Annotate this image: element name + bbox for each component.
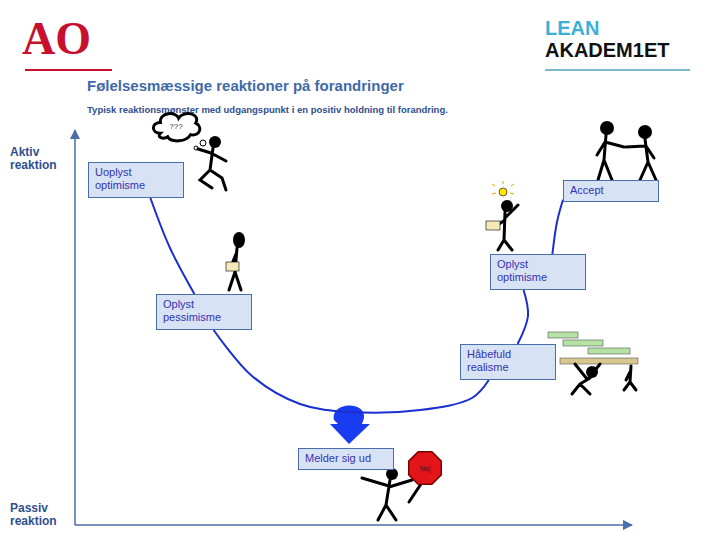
x-axis: [75, 524, 632, 526]
shape-label: Nej: [420, 465, 431, 472]
figure-head: [638, 125, 652, 139]
stick-figure: [198, 148, 226, 190]
bar: [588, 348, 630, 354]
logo-text: LEAN: [545, 17, 695, 39]
light-bulb: [499, 188, 507, 196]
bar: [548, 332, 578, 338]
box-label: Accept: [570, 184, 652, 197]
curve-connector: [150, 198, 194, 294]
logo-rule: [545, 69, 690, 71]
stick-figure: [597, 135, 624, 180]
stick-figure: [572, 364, 636, 394]
phase-box: Oplyst optimisme: [490, 254, 586, 290]
logo-text: AO: [22, 14, 122, 65]
y-axis: [74, 130, 76, 525]
bar: [563, 340, 603, 346]
box-label: Melder sig ud: [305, 452, 387, 465]
box-label: Håbefuld realisme: [467, 348, 549, 374]
shape-label: ???: [169, 122, 182, 131]
curve-connector: [214, 330, 489, 413]
axis-label: Passiv reaktion: [10, 502, 68, 528]
stick-figure: [362, 478, 421, 520]
box-label: Oplyst optimisme: [497, 258, 579, 284]
logo-text: AKADEM1ET: [545, 39, 695, 61]
letter-paper: [226, 262, 239, 271]
phase-box: Accept: [563, 180, 659, 202]
slide-title: Følelsesmæssige reaktioner på forandring…: [87, 77, 647, 94]
figure-head: [209, 136, 221, 148]
cloud-shape: [153, 114, 199, 141]
box-label: Uoplyst optimisme: [95, 166, 177, 192]
thought-cloud: ???: [150, 108, 202, 144]
stick-figure: [626, 139, 656, 180]
bulb-rays: [492, 181, 514, 194]
phase-box: Melder sig ud: [298, 448, 394, 470]
figure-head: [233, 232, 245, 248]
letter-paper: [486, 221, 500, 230]
phase-box: Oplyst pessimisme: [156, 294, 252, 330]
curve-connector: [518, 290, 528, 344]
box-label: Oplyst pessimisme: [163, 298, 245, 324]
phase-box: Uoplyst optimisme: [88, 162, 184, 198]
axis-label: Aktiv reaktion: [10, 146, 68, 172]
curve-connector: [552, 200, 563, 254]
figure-head: [600, 121, 614, 135]
stop-sign: Nej: [408, 451, 442, 485]
logo-rule: [25, 69, 112, 71]
phase-box: Håbefuld realisme: [460, 344, 556, 380]
thought-dot: [200, 140, 206, 146]
octagon-shape: [409, 452, 442, 485]
